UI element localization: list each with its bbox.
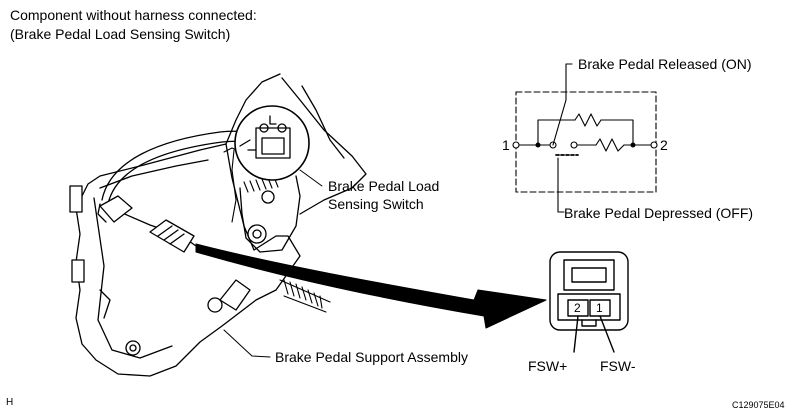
terminal-1-label: 1 bbox=[502, 137, 510, 153]
top-resistor bbox=[574, 113, 602, 127]
bottom-resistor bbox=[595, 138, 625, 152]
return-spring bbox=[279, 279, 331, 313]
switch-label-line1: Brake Pedal Load bbox=[328, 178, 440, 194]
fsw-plus-label: FSW+ bbox=[528, 358, 568, 374]
header-title: Component without harness connected: bbox=[10, 7, 257, 23]
switch-circuit bbox=[512, 63, 658, 213]
pin-1-number: 1 bbox=[596, 301, 603, 315]
fsw-minus-label: FSW- bbox=[600, 358, 636, 374]
depressed-label: Brake Pedal Depressed (OFF) bbox=[564, 205, 754, 221]
figure-code: C129075E04 bbox=[732, 400, 785, 410]
connector-face bbox=[549, 251, 629, 353]
pin-2-number: 2 bbox=[574, 301, 581, 315]
switch-label-line2: Sensing Switch bbox=[328, 196, 424, 212]
footer-letter: H bbox=[6, 397, 14, 408]
support-assembly-label: Brake Pedal Support Assembly bbox=[275, 349, 468, 365]
pointer-arrow bbox=[195, 243, 547, 329]
terminal-2-node bbox=[650, 141, 658, 149]
pedal-support-bracket bbox=[69, 73, 367, 377]
terminal-1-node bbox=[512, 141, 520, 149]
switch-detail-circle bbox=[234, 105, 310, 181]
header-subtitle: (Brake Pedal Load Sensing Switch) bbox=[10, 26, 231, 42]
leader-lines bbox=[223, 169, 323, 358]
terminal-2-label: 2 bbox=[660, 137, 668, 153]
harness-plug bbox=[99, 195, 195, 253]
released-label: Brake Pedal Released (ON) bbox=[578, 56, 752, 72]
